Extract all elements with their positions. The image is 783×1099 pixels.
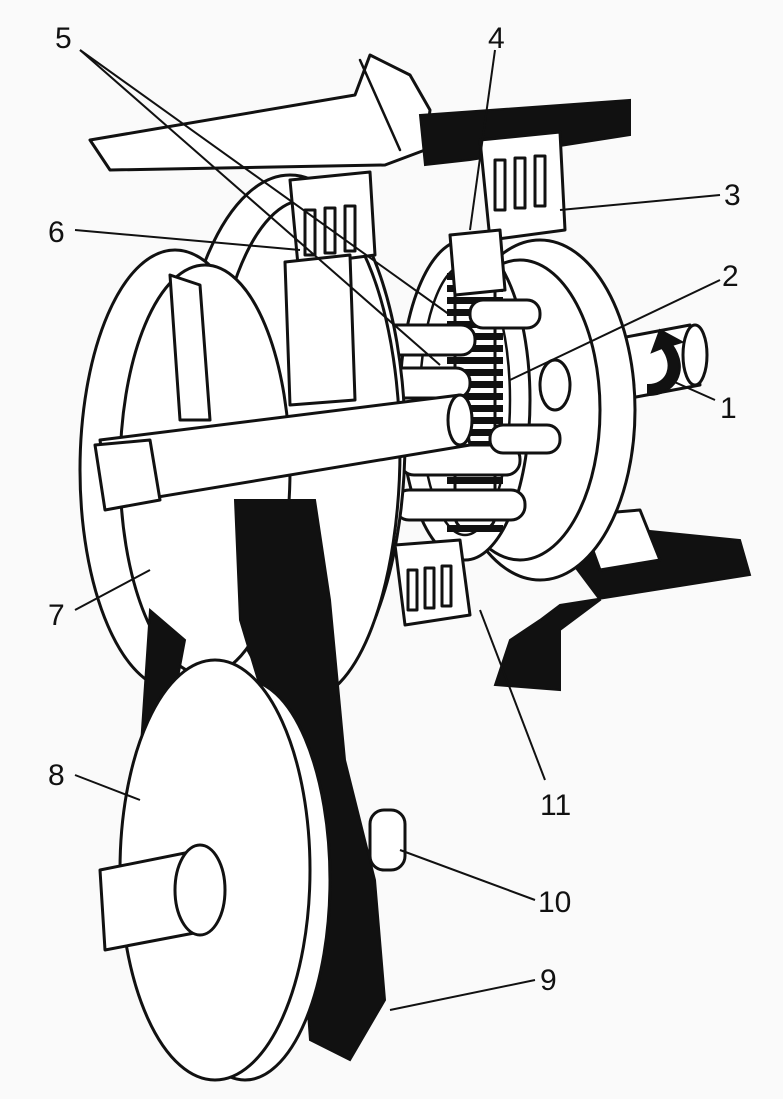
ring-brake-block [448,130,567,297]
callout-3: 3 [724,179,741,212]
callout-10: 10 [538,886,571,919]
driven-pulley [98,658,332,1082]
callout-8: 8 [48,759,65,792]
callout-5: 5 [55,22,72,55]
callout-7: 7 [48,599,65,632]
gear-tooth [447,477,503,484]
main-shaft [93,393,474,512]
driven-shaft-stub [368,808,407,872]
callout-2: 2 [722,260,739,293]
lower-brake-block [393,538,472,627]
callout-9: 9 [540,964,557,997]
callout-4: 4 [488,22,505,55]
callout-1: 1 [720,392,737,425]
gear-tooth [447,525,503,532]
callout-6: 6 [48,216,65,249]
callout-11: 11 [540,789,571,822]
gear-tooth [447,357,503,364]
upper-frame-rail [88,53,631,172]
leader-lines [74,49,721,1011]
upper-brake-block [283,170,377,407]
rotation-arrow-icon [647,328,685,397]
